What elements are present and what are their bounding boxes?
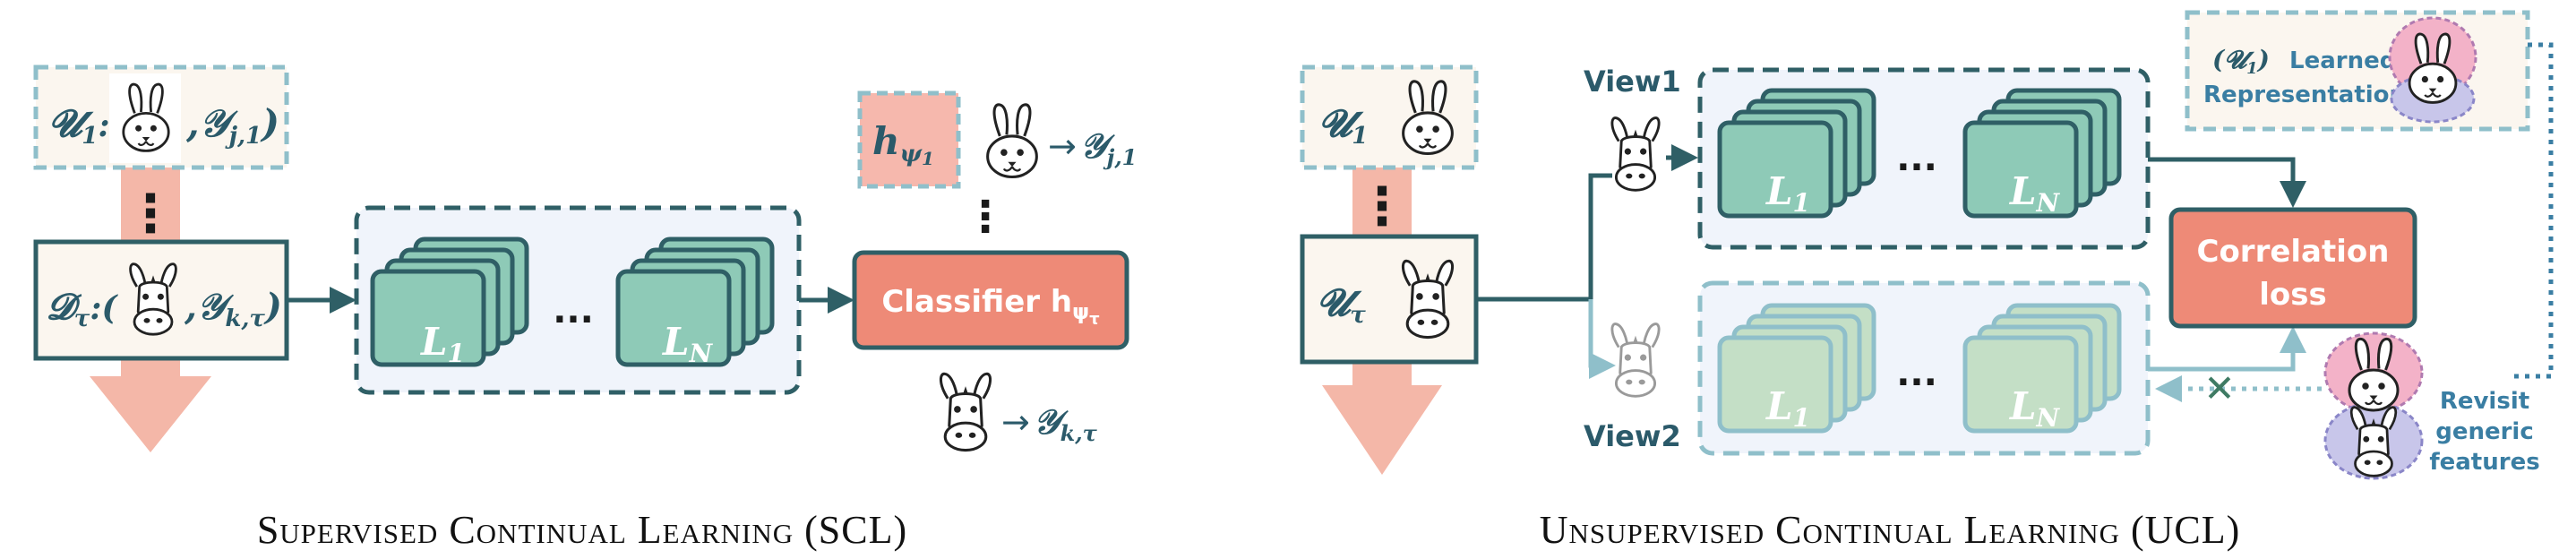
svg-text:,𝒴k,τ): ,𝒴k,τ) (184, 286, 282, 332)
ucl-correlation-line1: Correlation (2197, 234, 2390, 270)
ucl-view2-label: View2 (1584, 419, 1681, 453)
ucl-correlation-line2: loss (2259, 277, 2327, 313)
ucl-bottom-layer-last-sub: N (2036, 403, 2061, 433)
svg-text:LN: LN (662, 320, 714, 368)
ucl-bottom-layer-last-label: L (2009, 384, 2037, 428)
scl-out2-arrow: → (1001, 402, 1030, 442)
scl-panel: ⋮ 𝓤1:( ,𝒴j,1) 𝓓τ:( ,𝒴k,τ) (33, 64, 1137, 552)
scl-vdots: ⋮ (125, 183, 176, 244)
ucl-vdots: ⋮ (1356, 176, 1408, 236)
scl-old-head-sub: ψ (900, 141, 923, 168)
scl-classifier-label: Classifier h (881, 284, 1072, 320)
scl-encoder-panel: L1 ··· LN (354, 205, 802, 395)
scl-layer-last-label: L (662, 320, 690, 364)
ucl-feedback-path (2508, 42, 2554, 379)
svg-text:L1: L1 (1765, 169, 1810, 218)
ucl-view1-donkey-icon (1610, 116, 1661, 193)
scl-old-head-box: hψ1 (857, 90, 961, 189)
svg-text:𝓤1: 𝓤1 (1318, 101, 1368, 150)
ucl-top-ellipsis: ··· (1896, 147, 1937, 188)
scl-out2-sub: k,τ (1060, 420, 1098, 446)
ucl-learned-line1: Learned (2289, 47, 2396, 74)
ucl-arrow-bottom-to-loss (2148, 326, 2306, 372)
ucl-revisit-line3: features (2429, 449, 2539, 476)
ucl-view1-label: View1 (1584, 64, 1681, 99)
ucl-u1-subscript: 1 (1352, 123, 1368, 150)
ucl-utau-subscript: τ (1350, 302, 1366, 329)
ucl-revisit-line1: Revisit (2440, 388, 2529, 415)
scl-old-head-sub2: 1 (922, 148, 934, 169)
scl-classifier-sub2: τ (1089, 310, 1100, 329)
scl-layer-first-label: L (420, 320, 448, 364)
ucl-view2-donkey-icon (1610, 322, 1661, 399)
ucl-learned-sub: 1 (2246, 59, 2258, 78)
scl-dtau-colon: :( (90, 289, 118, 327)
scl-out1-arrow: → (1048, 126, 1077, 166)
scl-layer-last-sub: N (689, 339, 714, 368)
scl-dtau-close: ) (263, 286, 282, 328)
scl-layer-ellipsis: ··· (553, 299, 594, 340)
ucl-encoder-bottom: L1 ··· LN (1697, 280, 2151, 456)
ucl-revisit-features: Revisit generic features (2323, 331, 2540, 480)
scl-out2-donkey-icon (939, 372, 992, 452)
svg-text:→𝒴k,τ: →𝒴k,τ (1001, 401, 1098, 446)
ucl-correlation-loss-box: Correlation loss (2168, 207, 2417, 329)
ucl-panel: ⋮ 𝓤1 𝓤τ View1 View2 (1300, 10, 2554, 552)
svg-text:Classifier hψτ: Classifier hψτ (881, 284, 1100, 329)
scl-out1-sub: j,1 (1103, 144, 1138, 170)
svg-text:(𝓤1): (𝓤1) (2212, 45, 2270, 78)
svg-text:L1: L1 (420, 320, 465, 368)
scl-classifier-sub: ψ (1072, 299, 1089, 324)
ucl-encoder-top: L1 ··· LN (1697, 67, 2151, 250)
ucl-blocked-cross-icon: ✕ (2203, 366, 2235, 410)
svg-text:L1: L1 (1765, 384, 1810, 433)
scl-classifier-box: Classifier hψτ (852, 250, 1129, 350)
ucl-top-layer-first-label: L (1765, 169, 1793, 213)
svg-text:LN: LN (2009, 169, 2061, 218)
svg-text:→𝒴j,1: →𝒴j,1 (1048, 125, 1137, 170)
scl-u1-box: 𝓤1:( ,𝒴j,1) (33, 64, 289, 170)
scl-caption: Supervised Continual Learning (SCL) (257, 508, 907, 552)
ucl-u1-box: 𝓤1 (1300, 64, 1479, 170)
svg-text:LN: LN (2009, 384, 2061, 433)
ucl-branch-view1 (1588, 173, 1612, 299)
scl-u1-y-subscript: j,1 (225, 123, 262, 150)
svg-text:hψ1: hψ1 (872, 119, 934, 169)
ucl-learned-representation-box: (𝓤1) Learned Representation (2185, 10, 2530, 132)
scl-dtau-comma: , (184, 286, 197, 328)
scl-u1-subscript: 1 (82, 123, 98, 150)
ucl-utau-box: 𝓤τ (1300, 234, 1479, 365)
ucl-branch-view2 (1588, 299, 1616, 379)
ucl-arrow-top-to-loss (2148, 157, 2306, 208)
ucl-caption: Unsupervised Continual Learning (UCL) (1540, 508, 2241, 552)
scl-dtau-subscript: τ (74, 305, 90, 332)
ucl-bottom-ellipsis: ··· (1896, 362, 1937, 403)
scl-head-vdots: ⋮ (964, 192, 1007, 242)
scl-out1-bunny-icon (986, 103, 1038, 179)
scl-dtau-box: 𝓓τ:( ,𝒴k,τ) (33, 239, 289, 361)
scl-dtau-y-subscript: k,τ (225, 305, 265, 332)
ucl-bottom-layer-first-label: L (1765, 384, 1793, 428)
scl-u1-close: ) (260, 101, 279, 145)
scl-u1-comma: , (185, 101, 200, 145)
scl-old-head-h: h (872, 119, 900, 163)
ucl-bottom-layer-first-sub: 1 (1793, 403, 1810, 433)
ucl-learned-line2: Representation (2203, 82, 2406, 108)
scl-layer-first-sub: 1 (448, 339, 465, 368)
ucl-top-layer-first-sub: 1 (1793, 188, 1810, 218)
ucl-top-layer-last-sub: N (2036, 188, 2061, 218)
ucl-revisit-line2: generic (2435, 418, 2534, 445)
ucl-learned-suffix: ) (2256, 45, 2270, 74)
ucl-top-layer-last-label: L (2009, 169, 2037, 213)
